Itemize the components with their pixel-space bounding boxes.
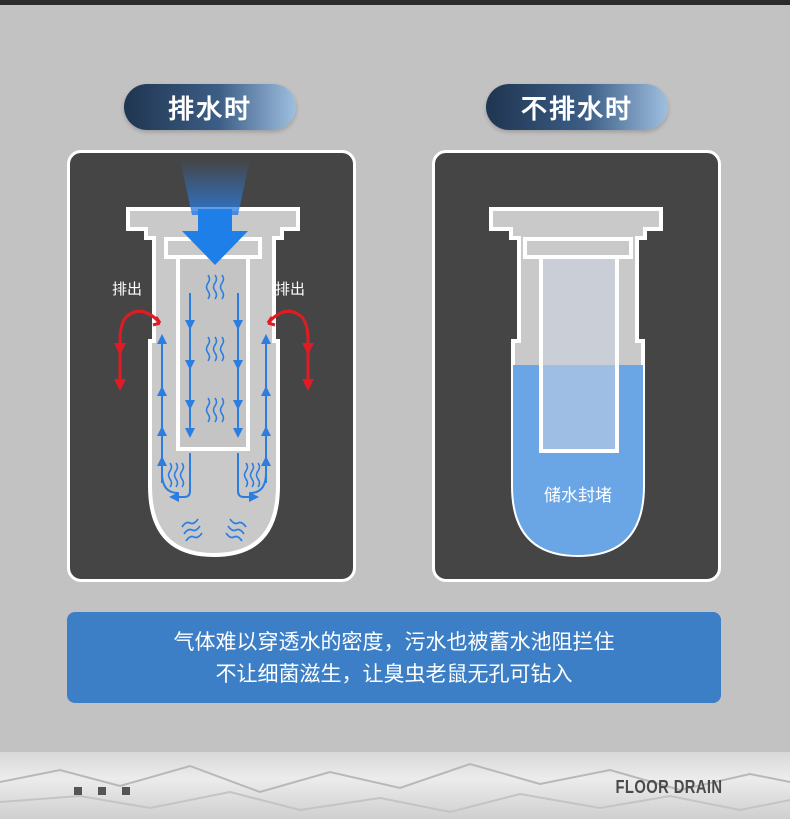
outlet-label-right: 排出 (275, 280, 305, 298)
footer-texture (0, 752, 790, 819)
dot-3 (122, 787, 130, 795)
outlet-label-left: 排出 (112, 280, 142, 298)
draining-title: 排水时 (124, 84, 296, 130)
info-line-2: 不让细菌滋生，让臭虫老鼠无孔可钻入 (215, 662, 573, 686)
dot-1 (74, 787, 82, 795)
dot-2 (98, 787, 106, 795)
info-box: 气体难以穿透水的密度，污水也被蓄水池阻拦住 不让细菌滋生，让臭虫老鼠无孔可钻入 (67, 612, 721, 703)
water-seal-label: 储水封堵 (544, 486, 612, 506)
drain-flow-diagram: 排出 排出 (112, 159, 314, 558)
water-seal-diagram: 储水封堵 (489, 207, 663, 558)
top-bar (0, 0, 790, 5)
outlet-arrow-right (266, 309, 314, 391)
brand-label: FLOOR DRAIN (614, 777, 722, 797)
inflow-arrow (182, 209, 248, 265)
not-draining-title: 不排水时 (486, 84, 668, 130)
draining-panel: 排出 排出 (67, 150, 356, 582)
inflow-beam (180, 159, 250, 215)
inner-tube (539, 255, 619, 453)
info-line-1: 气体难以穿透水的密度，污水也被蓄水池阻拦住 (173, 630, 615, 654)
outlet-arrow-left (114, 309, 162, 391)
rock-texture (0, 762, 790, 814)
water-squiggle-icon (167, 274, 261, 542)
not-draining-panel: 储水封堵 (432, 150, 721, 582)
